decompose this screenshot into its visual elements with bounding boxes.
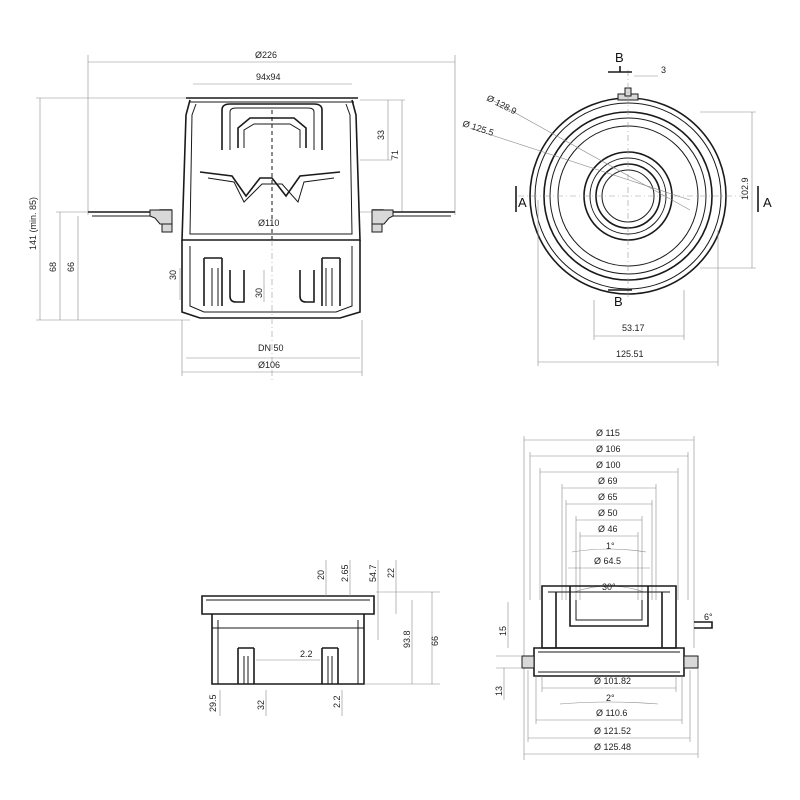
dim-grate: 94x94 xyxy=(256,72,281,82)
dim-h33: 33 xyxy=(376,130,386,140)
section-view-drain: Ø226 94x94 141 (min. 85) 68 66 33 71 xyxy=(28,50,456,380)
section-b-bottom: B xyxy=(614,294,623,309)
dim-t265: 2.65 xyxy=(340,564,350,582)
dim-d50: Ø 50 xyxy=(598,508,618,518)
angle-1: 1° xyxy=(606,541,615,551)
dim-d1106: Ø 110.6 xyxy=(596,708,627,718)
diameter-stack: Ø 115 Ø 106 Ø 100 Ø 69 Ø 65 Ø 50 xyxy=(523,428,695,760)
section-b-top: B xyxy=(615,50,624,65)
dim-d12548: Ø 125.48 xyxy=(594,742,631,752)
dim-d226: Ø226 xyxy=(255,50,277,60)
dim-t20: 20 xyxy=(316,570,326,580)
dim-d100: Ø 100 xyxy=(596,460,621,470)
dim-t938: 93.8 xyxy=(402,630,412,648)
dim-h66: 66 xyxy=(66,262,76,272)
dim-3: 3 xyxy=(661,65,666,75)
dim-w125: 125.51 xyxy=(616,349,644,359)
dim-b22: 2.2 xyxy=(332,695,342,708)
dim-t547: 54.7 xyxy=(368,564,378,582)
dim-dn50: DN 50 xyxy=(258,343,284,353)
dim-d110: Ø110 xyxy=(258,218,279,228)
section-a-left: A xyxy=(518,195,527,210)
dim-t22b: 2.2 xyxy=(300,649,313,659)
dim-d10182: Ø 101.82 xyxy=(594,676,631,686)
dim-d46: Ø 46 xyxy=(598,524,618,534)
side-view-adapter: 2.2 20 2.65 54.7 22 93.8 66 29.5 32 2.2 xyxy=(201,560,440,716)
dim-h30a: 30 xyxy=(168,270,178,280)
dim-h102: 102.9 xyxy=(740,177,750,200)
dim-d106: Ø106 xyxy=(258,360,280,370)
plan-view-drain: Ø 128.9 Ø 125.5 B 3 B A A 102.9 53.17 12… xyxy=(461,50,772,366)
dim-b32: 32 xyxy=(256,700,266,710)
angle-30: 30° xyxy=(602,582,616,592)
dim-h141: 141 (min. 85) xyxy=(28,197,38,250)
section-view-adapter: Ø 115 Ø 106 Ø 100 Ø 69 Ø 65 Ø 50 xyxy=(494,428,713,760)
angle-2: 2° xyxy=(606,693,615,703)
section-a-right: A xyxy=(763,195,772,210)
angle-6: 6° xyxy=(704,612,713,622)
dim-t22: 22 xyxy=(386,568,396,578)
dim-d645: Ø 64.5 xyxy=(594,556,621,566)
dim-d115: Ø 115 xyxy=(596,428,620,438)
dim-r128: Ø 128.9 xyxy=(485,93,518,116)
dim-d69: Ø 69 xyxy=(598,476,618,486)
dim-d12152: Ø 121.52 xyxy=(594,726,631,736)
dim-d65: Ø 65 xyxy=(598,492,618,502)
dim-t66: 66 xyxy=(430,636,440,646)
dim-h13: 13 xyxy=(494,686,504,696)
dim-h68: 68 xyxy=(48,262,58,272)
dim-b295: 29.5 xyxy=(208,694,218,712)
dim-d106: Ø 106 xyxy=(596,444,621,454)
dim-h30b: 30 xyxy=(254,288,264,298)
dim-w53: 53.17 xyxy=(622,323,645,333)
dim-r125: Ø 125.5 xyxy=(461,118,495,137)
dim-h71: 71 xyxy=(390,150,400,160)
dim-h15: 15 xyxy=(498,626,508,636)
